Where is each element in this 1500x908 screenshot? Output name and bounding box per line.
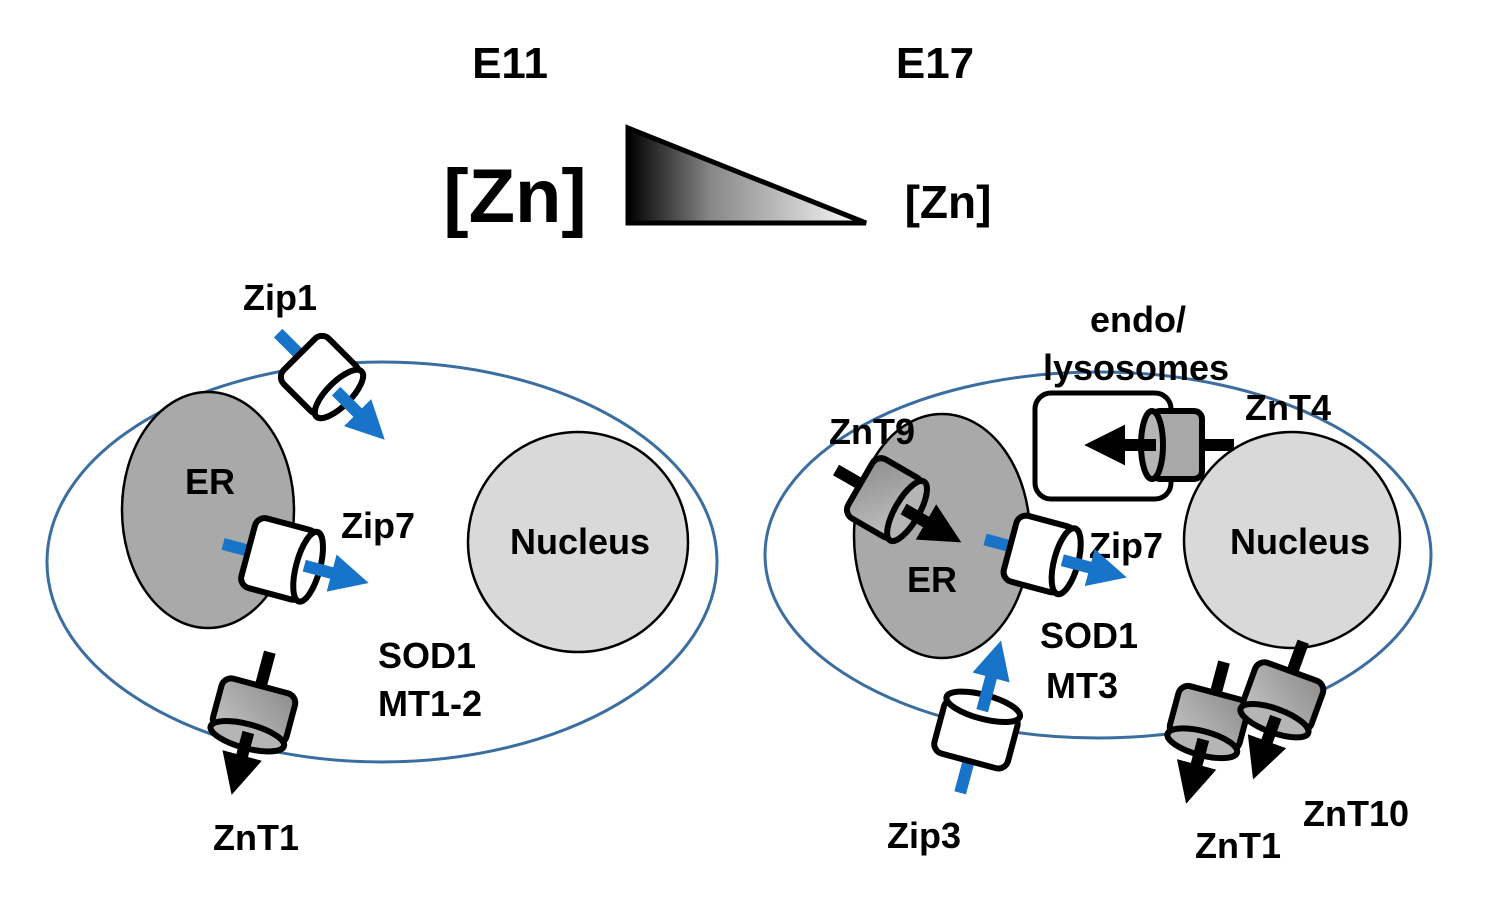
znt9-label: ZnT9 <box>829 411 915 452</box>
nucleus-label-e17: Nucleus <box>1230 521 1370 562</box>
er-label-e11: ER <box>185 461 235 502</box>
cell-membrane-e11 <box>45 360 719 764</box>
cell-e11: ER Nucleus Zip1 Zip7 ZnT1 SOD1 MT1-2 <box>45 277 719 858</box>
zip7-label-e17: Zip7 <box>1089 525 1163 566</box>
protein-label-e17-1: SOD1 <box>1040 615 1138 656</box>
znt1-inflow-arrow-e11 <box>254 650 276 688</box>
znt9-outflow-arrow <box>900 503 962 543</box>
zip1-label: Zip1 <box>243 277 317 318</box>
znt9-inflow-arrow <box>833 464 866 491</box>
stage-label-e11: E11 <box>472 39 548 88</box>
zip7-transporter-e17 <box>983 512 1127 598</box>
cell-membrane-e17 <box>763 370 1433 740</box>
zip3-label: Zip3 <box>887 815 961 856</box>
endo-label-line1: endo/ <box>1090 299 1186 340</box>
zip7-label-e11: Zip7 <box>341 505 415 546</box>
zip3-inflow-arrow <box>954 757 976 795</box>
znt1-inflow-arrow-e17 <box>1209 660 1230 695</box>
zip3-transporter <box>931 640 1024 795</box>
stage-label-e17: E17 <box>896 39 974 88</box>
zip3-outflow-arrow <box>972 640 1010 713</box>
zip1-transporter <box>273 328 385 440</box>
protein-label-e11-1: SOD1 <box>378 635 476 676</box>
endo-label-line2: lysosomes <box>1043 347 1229 388</box>
er-label-e17: ER <box>907 559 957 600</box>
znt1-outflow-arrow-e11 <box>222 730 262 795</box>
znt9-transporter <box>833 455 962 545</box>
zn-high-label: [Zn] <box>443 154 586 239</box>
znt10-label: ZnT10 <box>1303 793 1409 834</box>
znt10-outflow-arrow <box>1247 714 1287 780</box>
zn-low-label: [Zn] <box>905 176 992 228</box>
znt1-transporter-e17 <box>1164 660 1252 804</box>
znt1-label-e11: ZnT1 <box>213 817 299 858</box>
znt4-transporter <box>1084 408 1234 482</box>
zip7-outflow-arrow-e11 <box>302 554 369 592</box>
zip1-outflow-arrow <box>331 386 385 440</box>
protein-label-e17-2: MT3 <box>1046 665 1118 706</box>
znt1-transporter-e11 <box>207 650 299 795</box>
nucleus-label-e11: Nucleus <box>510 521 650 562</box>
znt1-label-e17: ZnT1 <box>1195 825 1281 866</box>
zip1-inflow-arrow <box>273 328 306 361</box>
zip7-outflow-arrow-e17 <box>1060 548 1127 587</box>
nucleus-e11 <box>466 430 690 654</box>
protein-label-e11-2: MT1-2 <box>378 683 482 724</box>
znt10-inflow-arrow <box>1286 639 1309 674</box>
nucleus-e17 <box>1182 430 1402 650</box>
znt10-transporter <box>1237 639 1327 780</box>
cell-e17: ER Nucleus endo/ lysosomes ZnT4 ZnT9 Zip… <box>763 299 1433 866</box>
znt4-label: ZnT4 <box>1245 387 1331 428</box>
zip7-transporter-e11 <box>221 515 369 605</box>
zinc-gradient-triangle <box>625 124 867 226</box>
znt1-outflow-arrow-e17 <box>1176 737 1217 804</box>
